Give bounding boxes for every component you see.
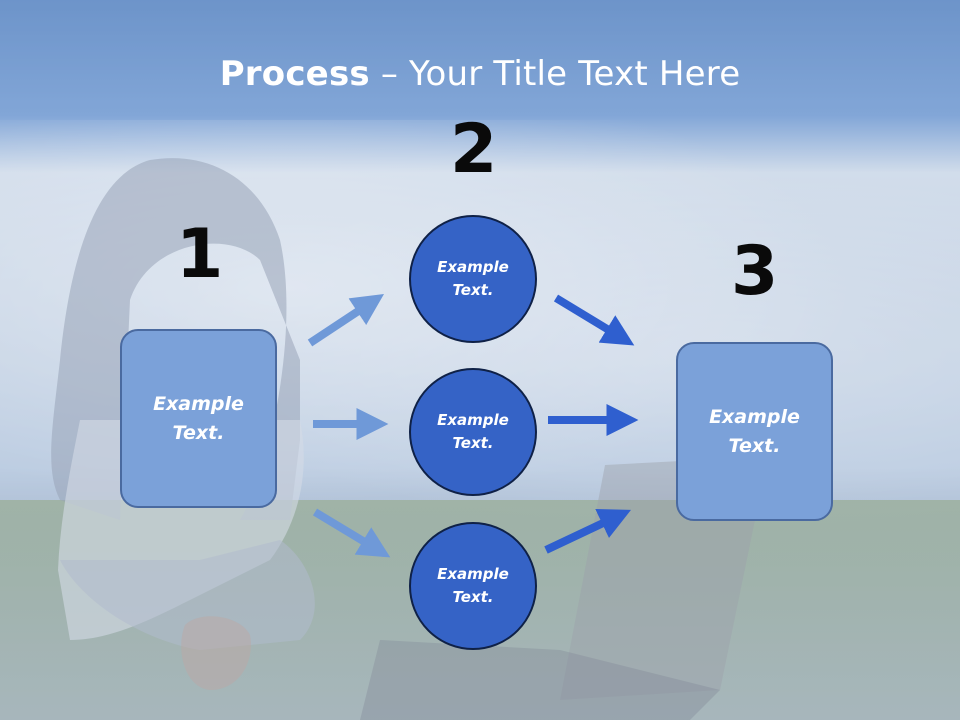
- step-2-circle-middle: Example Text.: [409, 368, 537, 496]
- arrow-from-circle-1: [553, 294, 635, 346]
- step-number-1: 1: [176, 215, 224, 294]
- circle-top-text: Example Text.: [437, 258, 509, 299]
- step-1-text: Example Text.: [153, 392, 244, 444]
- circle-middle-text: Example Text.: [437, 411, 509, 452]
- title-bold: Process: [219, 54, 370, 94]
- step-2-circle-bottom: Example Text.: [409, 522, 537, 650]
- step-1-box: Example Text.: [120, 329, 277, 508]
- girl-foot: [181, 616, 251, 690]
- circle-bottom-text: Example Text.: [437, 565, 509, 606]
- laptop-keyboard: [360, 640, 720, 720]
- slide-title: Process – Your Title Text Here: [0, 54, 960, 94]
- step-number-2: 2: [450, 110, 498, 189]
- arrow-from-circle-3: [544, 509, 632, 554]
- title-rest: – Your Title Text Here: [369, 54, 741, 94]
- step-2-circle-top: Example Text.: [409, 215, 537, 343]
- arrow-to-circle-3: [312, 508, 391, 558]
- step-number-3: 3: [731, 232, 779, 311]
- step-3-text: Example Text.: [709, 405, 800, 457]
- girl-legs: [60, 540, 315, 650]
- arrow-to-circle-1: [307, 294, 385, 347]
- step-3-box: Example Text.: [676, 342, 833, 521]
